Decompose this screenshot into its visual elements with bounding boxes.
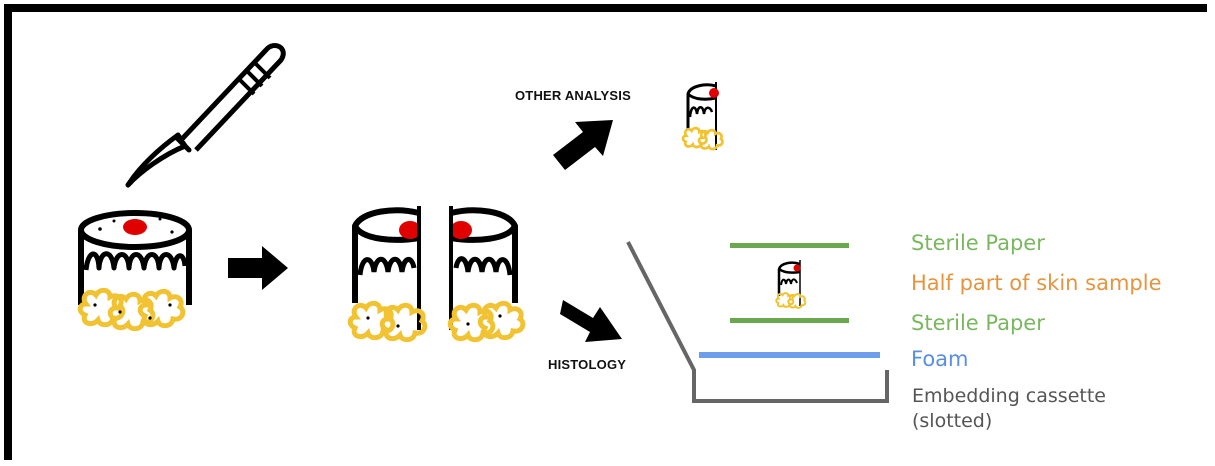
arrow-icon xyxy=(560,300,622,342)
cassette-skin-sample xyxy=(775,260,807,309)
sterile-paper-bottom xyxy=(730,318,849,323)
legend-cassette: Embedding cassette (slotted) xyxy=(912,384,1106,434)
skin-sample-right-half xyxy=(450,206,523,340)
legend-half-sample: Half part of skin sample xyxy=(911,271,1162,295)
histology-label: HISTOLOGY xyxy=(548,357,627,372)
legend-sterile-paper-top: Sterile Paper xyxy=(911,231,1045,255)
figure-frame xyxy=(4,4,1207,460)
foam-layer xyxy=(699,352,880,358)
legend-sterile-paper-bottom: Sterile Paper xyxy=(911,311,1045,335)
legend-foam: Foam xyxy=(911,347,969,371)
skin-sample-left-half xyxy=(350,206,425,340)
other-analysis-label: OTHER ANALYSIS xyxy=(515,88,631,103)
scalpel-icon xyxy=(125,43,286,188)
arrow-icon xyxy=(228,246,288,290)
embedding-cassette xyxy=(626,241,889,403)
arrow-icon xyxy=(553,120,613,170)
sterile-paper-top xyxy=(730,243,849,248)
legend-cassette-line2: (slotted) xyxy=(912,410,993,432)
small-skin-sample xyxy=(681,82,724,151)
skin-sample-icon xyxy=(80,210,192,329)
legend-cassette-line1: Embedding cassette xyxy=(912,385,1106,407)
